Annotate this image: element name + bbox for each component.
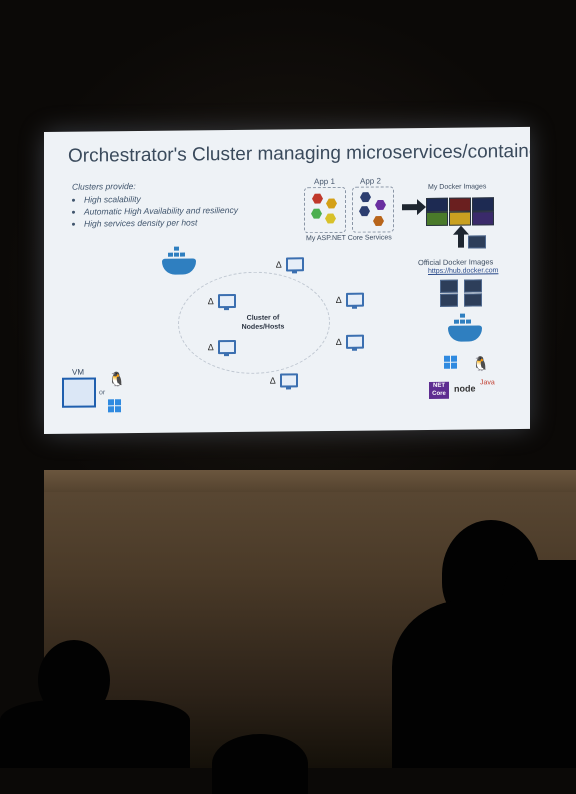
service-hex [375,199,386,210]
service-hex [326,198,337,209]
arrow-right-icon [402,204,418,211]
cluster-label: Cluster of Nodes/Hosts [228,313,298,332]
arrow-up-icon [458,233,464,248]
vm-cube-icon [62,377,96,408]
bullet-availability: Automatic High Availability and resilien… [84,204,238,218]
linux-tux-icon: ∆ [336,294,342,305]
linux-tux-icon: ∆ [208,342,214,353]
image-tile [449,197,471,212]
linux-tux-icon: ∆ [336,336,342,347]
monitor-node-icon [346,334,364,349]
app2-box [352,186,394,233]
monitor-node-icon [346,292,364,307]
slide-title: Orchestrator's Cluster managing microser… [68,140,530,167]
audience-head [212,734,308,794]
or-label: or [99,389,106,397]
services-caption: My ASP.NET Core Services [306,234,392,243]
linux-tux-icon: ∆ [270,375,276,386]
windows-logo-icon [444,355,458,370]
official-image-icon [440,293,458,307]
java-logo: Java [480,379,495,387]
linux-tux-icon: ∆ [276,259,282,270]
vm-label: VM [72,367,84,377]
service-hex [325,213,336,224]
official-image-icon [464,279,482,293]
monitor-node-icon [218,293,236,309]
service-hex [360,192,371,203]
linux-tux-icon: ∆ [208,296,214,307]
monitor-node-icon [218,339,236,355]
linux-tux-icon: 🐧 [108,371,126,388]
app2-label: App 2 [360,176,381,186]
service-hex [311,208,322,219]
monitor-node-icon [280,373,298,388]
audience-body [0,700,190,768]
service-hex [312,193,323,204]
bullet-density: High services density per host [84,216,238,230]
image-tile [472,197,494,212]
monitor-node-icon [286,257,304,272]
my-images-label: My Docker Images [428,183,487,191]
image-tile [449,211,471,226]
hub-link[interactable]: https://hub.docker.com [428,267,499,275]
app1-box [304,186,346,234]
official-images-label: Official Docker Images [418,257,494,268]
clusters-heading: Clusters provide: [72,181,136,192]
audience-body [500,560,576,768]
image-tile [426,211,448,226]
official-image-icon [440,279,458,293]
image-box-icon [468,235,486,249]
service-hex [359,206,370,217]
image-tile [426,197,448,212]
image-tile [472,211,494,226]
official-image-icon [464,293,482,307]
net-core-logo: NET Core [429,381,449,399]
projected-slide: Orchestrator's Cluster managing microser… [44,126,530,434]
linux-tux-icon: 🐧 [472,355,490,372]
wall-ledge [44,470,576,492]
cluster-label-line2: Nodes/Hosts [241,323,285,331]
node-logo: node [454,383,476,394]
clusters-provide-list: Clusters provide: High scalability Autom… [72,180,238,230]
windows-logo-icon [108,399,122,413]
service-hex [373,215,384,226]
app1-label: App 1 [314,176,335,187]
